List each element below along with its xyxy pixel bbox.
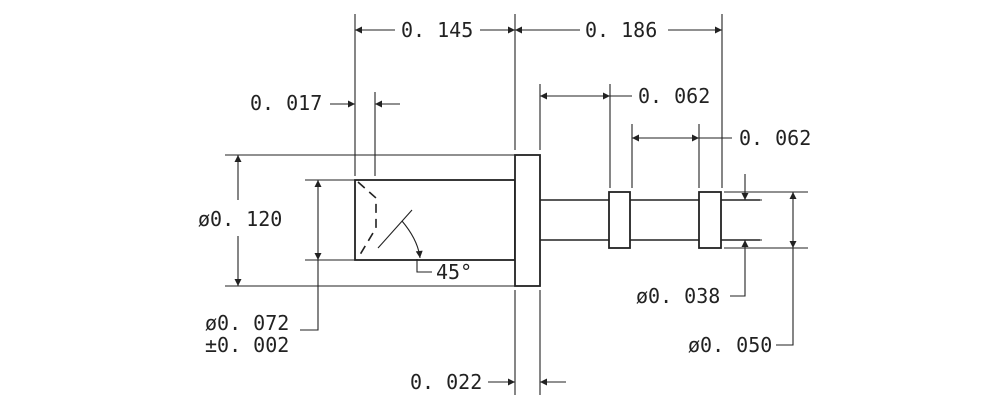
dimension-labels: 0. 145 0. 186 0. 062 0. 062 0. 017 ø0. 1…: [198, 18, 811, 394]
dim-0186-label: 0. 186: [585, 18, 657, 42]
tol-0002-label: ±0. 002: [205, 333, 289, 357]
dim-0062-b-label: 0. 062: [739, 126, 811, 150]
flange: [514, 154, 541, 287]
collar-1: [608, 191, 631, 249]
dimension-lines: [234, 26, 797, 386]
part-outline: [354, 154, 760, 287]
dim-0062-a-label: 0. 062: [638, 84, 710, 108]
angle-45-label: 45°: [436, 260, 472, 284]
dim-0145-label: 0. 145: [401, 18, 473, 42]
dim-0017-label: 0. 017: [250, 91, 322, 115]
dia-0072-label: ø0. 072: [205, 311, 289, 335]
angle-leader: [416, 259, 432, 273]
dia-0038-label: ø0. 038: [636, 284, 720, 308]
head-body: [354, 179, 516, 261]
dia-0050-label: ø0. 050: [688, 333, 772, 357]
collar-2: [698, 191, 722, 249]
chamfer-angle-line: [377, 209, 413, 249]
angle-arc: [401, 220, 423, 259]
dia-0120-label: ø0. 120: [198, 207, 282, 231]
dim-0022-label: 0. 022: [410, 370, 482, 394]
